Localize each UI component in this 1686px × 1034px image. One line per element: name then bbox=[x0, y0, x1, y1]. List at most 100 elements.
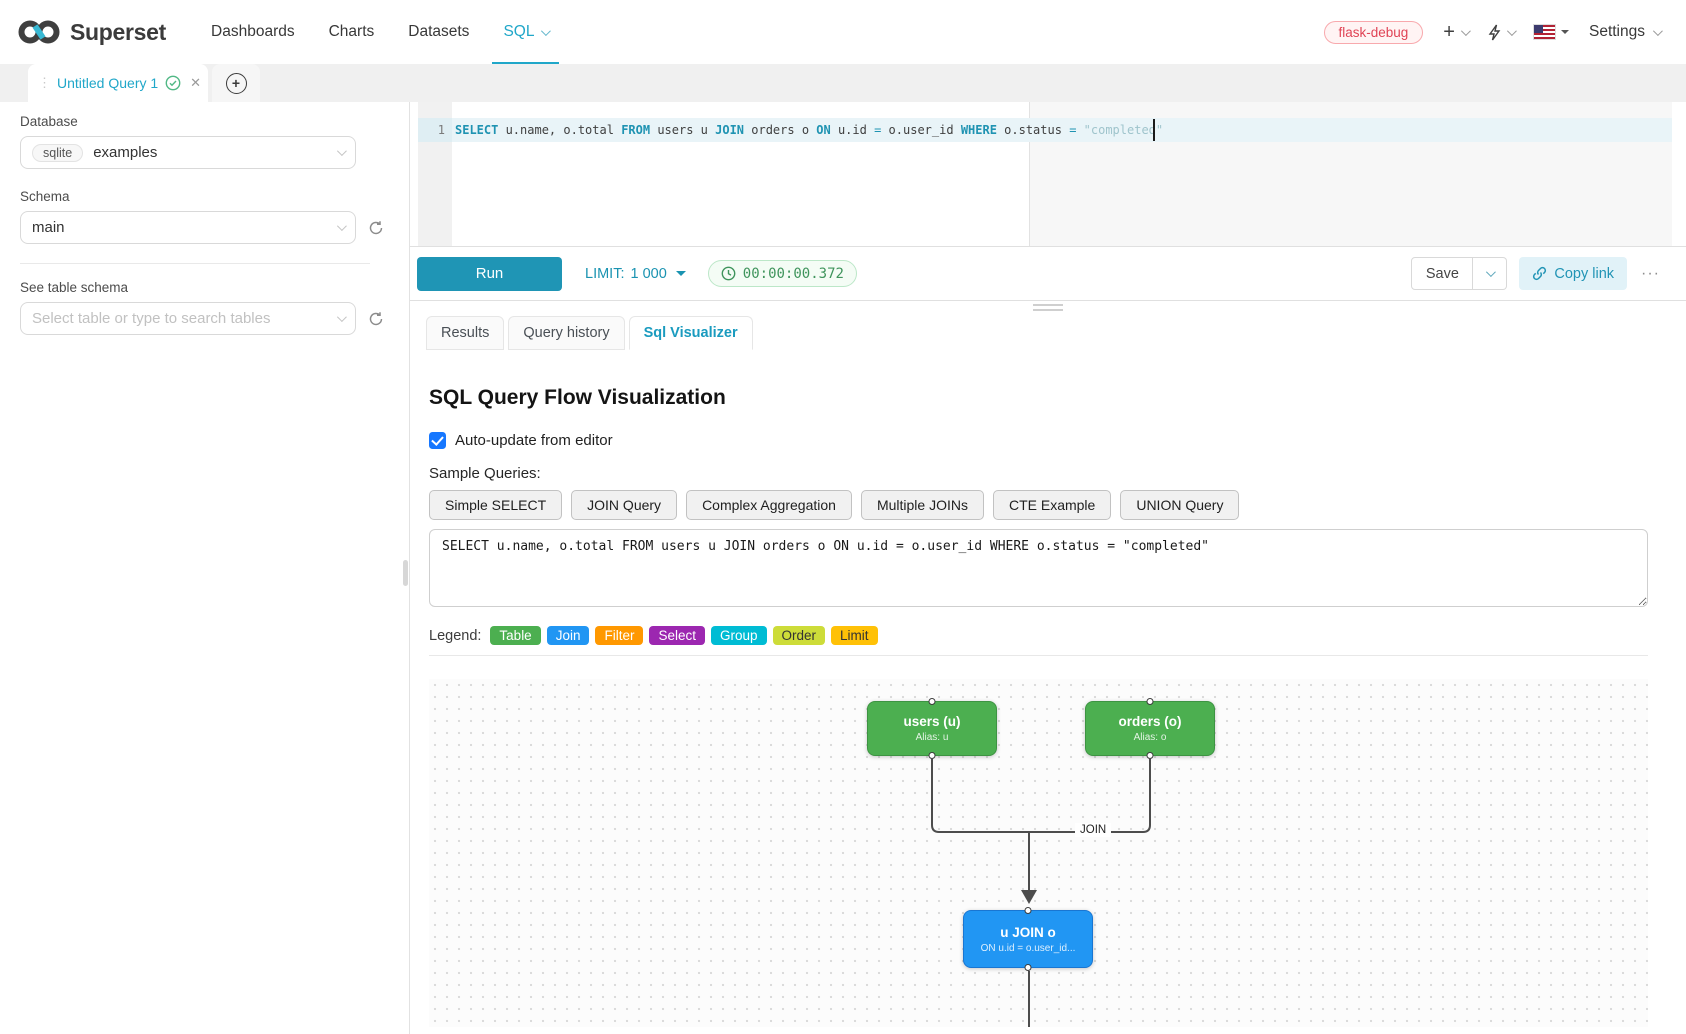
us-flag-icon bbox=[1533, 25, 1555, 39]
flow-edges bbox=[931, 759, 1151, 1027]
check-circle-icon bbox=[165, 75, 181, 91]
main-nav: Dashboards Charts Datasets SQL bbox=[194, 0, 565, 64]
query-tab-title: Untitled Query 1 bbox=[57, 75, 159, 91]
sample-cte-example-button[interactable]: CTE Example bbox=[992, 490, 1112, 520]
schema-select[interactable]: main bbox=[20, 211, 356, 244]
auto-update-label: Auto-update from editor bbox=[455, 432, 613, 449]
node-subtitle: Alias: o bbox=[1133, 732, 1167, 743]
flow-node-users[interactable]: users (u) Alias: u bbox=[867, 698, 997, 759]
sql-editor: 1 SELECT u.name, o.total FROM users u JO… bbox=[410, 102, 1686, 247]
sample-multiple-joins-button[interactable]: Multiple JOINs bbox=[860, 490, 984, 520]
chevron-down-icon bbox=[336, 146, 347, 157]
limit-dropdown[interactable]: LIMIT: 1 000 bbox=[585, 266, 686, 282]
nav-dashboards[interactable]: Dashboards bbox=[211, 23, 295, 40]
query-tabbar: ⋮ Untitled Query 1 ✕ + bbox=[0, 64, 1686, 102]
close-icon[interactable]: ✕ bbox=[190, 75, 202, 90]
sample-join-query-button[interactable]: JOIN Query bbox=[571, 490, 678, 520]
editor-toolbar: Run LIMIT: 1 000 00:00:00.372 Save Copy … bbox=[410, 247, 1686, 301]
sidebar-resize-handle[interactable] bbox=[403, 560, 408, 586]
print-margin-line bbox=[1029, 102, 1030, 246]
environment-badge: flask-debug bbox=[1323, 20, 1424, 44]
legend-chip-filter: Filter bbox=[595, 626, 644, 645]
navbar: Superset Dashboards Charts Datasets SQL … bbox=[0, 0, 1686, 64]
pane-resize-handle[interactable] bbox=[410, 301, 1686, 315]
plus-circle-icon: + bbox=[225, 72, 247, 94]
editor-gutter: 1 bbox=[418, 102, 452, 246]
refresh-tables-button[interactable] bbox=[368, 311, 384, 327]
tab-sql-visualizer[interactable]: Sql Visualizer bbox=[628, 316, 753, 350]
table-select-placeholder: Select table or type to search tables bbox=[32, 310, 271, 327]
save-button[interactable]: Save bbox=[1411, 257, 1474, 290]
node-handle bbox=[1146, 752, 1154, 759]
database-label: Database bbox=[20, 114, 78, 129]
auto-update-checkbox[interactable] bbox=[429, 432, 446, 449]
legend-chip-limit: Limit bbox=[831, 626, 878, 645]
chevron-down-icon bbox=[336, 312, 347, 323]
query-tab-untitled[interactable]: ⋮ Untitled Query 1 ✕ bbox=[28, 64, 208, 102]
chevron-down-icon bbox=[541, 25, 552, 36]
more-actions-button[interactable]: ··· bbox=[1641, 264, 1660, 282]
query-search-menu[interactable] bbox=[1488, 24, 1517, 41]
node-title: orders (o) bbox=[1118, 714, 1182, 729]
sample-queries-label: Sample Queries: bbox=[429, 465, 541, 482]
superset-infinity-icon bbox=[16, 17, 62, 47]
chevron-down-icon bbox=[336, 221, 347, 232]
run-button[interactable]: Run bbox=[417, 256, 562, 291]
database-engine-tag: sqlite bbox=[32, 143, 84, 162]
new-query-tab-button[interactable]: + bbox=[212, 64, 260, 102]
plus-icon: + bbox=[1443, 21, 1455, 43]
clock-icon bbox=[721, 266, 736, 281]
chevron-down-icon bbox=[1652, 25, 1663, 36]
node-handle bbox=[1146, 698, 1154, 705]
settings-menu[interactable]: Settings bbox=[1589, 23, 1663, 41]
database-value: examples bbox=[93, 144, 158, 161]
sample-union-query-button[interactable]: UNION Query bbox=[1120, 490, 1240, 520]
new-item-menu[interactable]: + bbox=[1443, 21, 1471, 43]
node-handle bbox=[1024, 964, 1032, 971]
drag-handle-icon[interactable]: ⋮ bbox=[38, 75, 51, 90]
chevron-down-icon bbox=[1506, 25, 1517, 36]
nav-charts[interactable]: Charts bbox=[328, 23, 375, 40]
superset-logo[interactable]: Superset bbox=[16, 17, 166, 47]
node-handle bbox=[928, 752, 936, 759]
timer-value: 00:00:00.372 bbox=[742, 265, 844, 282]
node-subtitle: Alias: u bbox=[915, 732, 949, 743]
brand-name: Superset bbox=[70, 18, 167, 45]
page-title: SQL Query Flow Visualization bbox=[429, 386, 726, 409]
divider bbox=[429, 655, 1648, 656]
tab-query-history[interactable]: Query history bbox=[508, 316, 625, 350]
flow-canvas[interactable]: users (u) Alias: u orders (o) Alias: o u… bbox=[429, 679, 1648, 1027]
sql-visualizer-panel: SQL Query Flow Visualization Auto-update… bbox=[410, 350, 1686, 1034]
text-cursor bbox=[1153, 119, 1155, 141]
save-options-button[interactable] bbox=[1473, 257, 1508, 290]
tab-results[interactable]: Results bbox=[426, 316, 505, 350]
copy-link-button[interactable]: Copy link bbox=[1519, 257, 1628, 290]
schema-label: Schema bbox=[20, 189, 70, 204]
line-number: 1 bbox=[418, 118, 452, 142]
sqllab-sidebar: Database sqlite examples Schema main See… bbox=[0, 102, 410, 1034]
sample-query-buttons: Simple SELECT JOIN Query Complex Aggrega… bbox=[429, 490, 1648, 520]
divider bbox=[20, 263, 370, 264]
legend-label: Legend: bbox=[429, 627, 482, 644]
active-line-highlight bbox=[452, 118, 1672, 142]
chevron-down-icon bbox=[1486, 267, 1497, 278]
flow-node-join[interactable]: u JOIN o ON u.id = o.user_id... bbox=[963, 907, 1093, 971]
limit-value: 1 000 bbox=[630, 265, 667, 282]
query-input[interactable]: SELECT u.name, o.total FROM users u JOIN… bbox=[429, 529, 1648, 607]
refresh-schemas-button[interactable] bbox=[368, 220, 384, 236]
legend-chip-group: Group bbox=[711, 626, 767, 645]
code-area[interactable]: SELECT u.name, o.total FROM users u JOIN… bbox=[452, 102, 1672, 246]
sample-simple-select-button[interactable]: Simple SELECT bbox=[429, 490, 563, 520]
table-select[interactable]: Select table or type to search tables bbox=[20, 302, 356, 335]
schema-value: main bbox=[32, 219, 65, 236]
flow-node-orders[interactable]: orders (o) Alias: o bbox=[1085, 698, 1215, 759]
nav-datasets[interactable]: Datasets bbox=[408, 23, 470, 40]
database-select[interactable]: sqlite examples bbox=[20, 136, 356, 169]
language-picker[interactable] bbox=[1533, 25, 1569, 39]
caret-down-icon bbox=[1560, 30, 1569, 38]
query-timer-badge: 00:00:00.372 bbox=[707, 260, 857, 287]
result-tabs: Results Query history Sql Visualizer bbox=[410, 315, 1686, 350]
nav-sql[interactable]: SQL bbox=[486, 0, 565, 64]
link-icon bbox=[1532, 266, 1547, 281]
sample-complex-aggregation-button[interactable]: Complex Aggregation bbox=[686, 490, 852, 520]
